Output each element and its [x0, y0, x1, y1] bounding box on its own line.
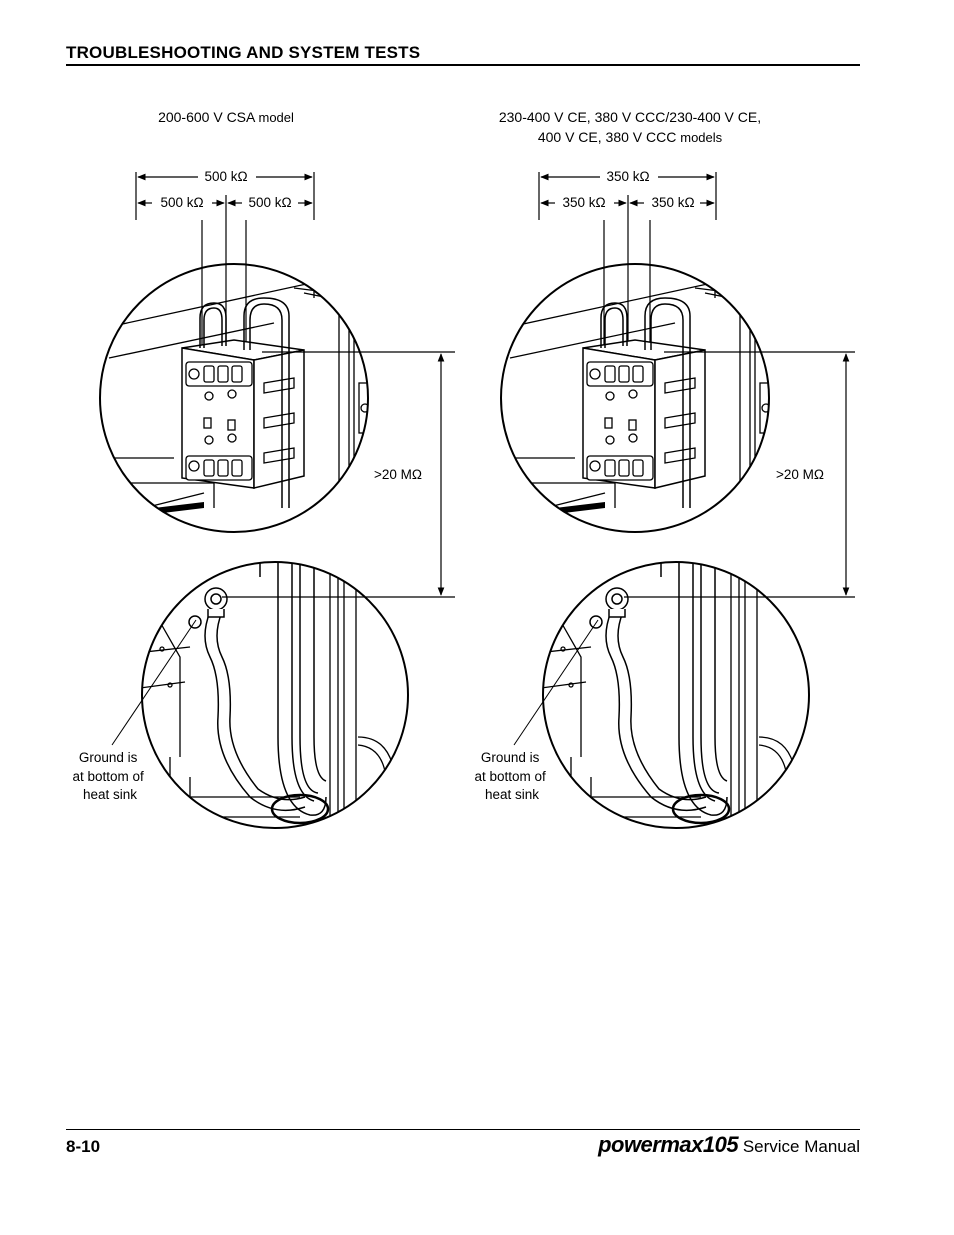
right-heatsink-detail: [542, 561, 810, 829]
brand-name: powermax105: [598, 1132, 739, 1157]
page-number: 8-10: [66, 1137, 101, 1156]
footer-brand: powermax105 Service Manual: [598, 1132, 860, 1158]
left-heatsink-detail: [141, 561, 409, 829]
left-dim-right: 500 kΩ: [248, 195, 291, 210]
left-dim-overall: 500 kΩ: [204, 169, 247, 184]
section-title: TROUBLESHOOTING AND SYSTEM TESTS: [66, 43, 421, 62]
right-dim-right: 350 kΩ: [651, 195, 694, 210]
header-rule: [66, 64, 860, 66]
left-dim-left: 500 kΩ: [160, 195, 203, 210]
right-dim-overall: 350 kΩ: [606, 169, 649, 184]
right-caption-line1: 230-400 V CE, 380 V CCC/230-400 V CE,: [499, 109, 761, 125]
doc-title: Service Manual: [742, 1137, 860, 1156]
right-ground-dimension: [624, 351, 855, 598]
right-dimension-lines: [538, 172, 717, 345]
right-dim-left: 350 kΩ: [562, 195, 605, 210]
footer-rule: [66, 1129, 860, 1130]
right-relay-detail: [500, 263, 770, 533]
right-ground-note: Ground is at bottom of heat sink: [474, 750, 549, 802]
right-figure: 230-400 V CE, 380 V CCC/230-400 V CE, 40…: [474, 109, 855, 829]
right-ground-leader: [513, 619, 599, 746]
left-relay-detail: [99, 263, 369, 533]
left-ground-leader: [111, 619, 197, 746]
left-caption: 200-600 V CSA model: [158, 109, 294, 125]
left-ground-note: Ground is at bottom of heat sink: [72, 750, 147, 802]
left-dim-ground: >20 MΩ: [374, 467, 422, 482]
left-ground-dimension: [222, 351, 455, 598]
right-caption-line2: 400 V CE, 380 V CCC models: [538, 129, 723, 145]
right-dim-ground: >20 MΩ: [776, 467, 824, 482]
left-figure: 200-600 V CSA model 500 kΩ 500 kΩ 500 kΩ: [72, 109, 455, 829]
